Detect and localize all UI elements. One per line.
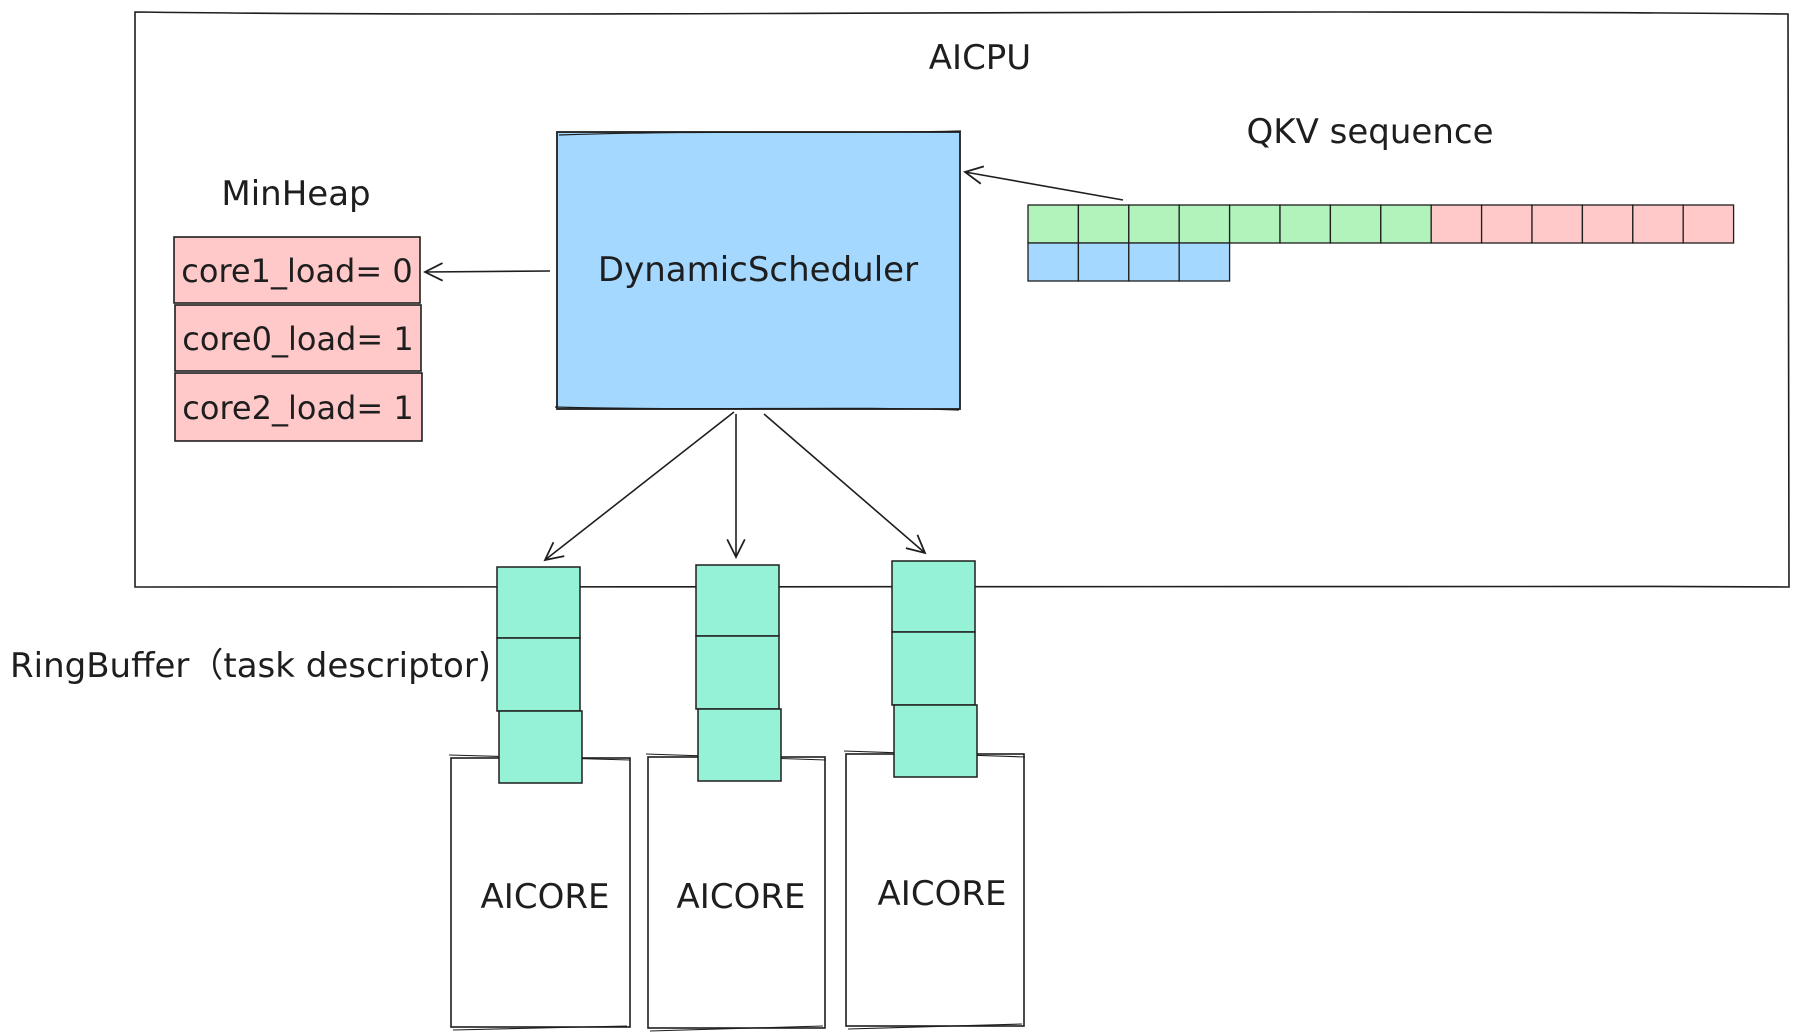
- qkv-cell-red: [1480, 204, 1533, 244]
- qkv-cell-green: [1329, 204, 1382, 244]
- qkv-cell-green: [1128, 204, 1180, 244]
- qkv-title: QKV sequence: [1247, 112, 1494, 152]
- qkv-row-primary: [1027, 204, 1735, 244]
- dynamic-scheduler-box: [556, 131, 961, 410]
- ringbuffer-slot: [496, 566, 581, 639]
- arrow-scheduler-to-ringbuffer-3: [763, 413, 927, 555]
- qkv-cell-red: [1682, 204, 1735, 244]
- aicpu-container: [134, 11, 1790, 589]
- aicore-label: AICORE: [677, 877, 806, 917]
- ringbuffer-slot: [496, 637, 581, 712]
- arrow-scheduler-to-minheap: [423, 262, 551, 282]
- minheap-entry-text: core2_load= 1: [182, 389, 413, 427]
- qkv-row-secondary: [1027, 242, 1231, 282]
- ringbuffer-stack: [891, 560, 978, 778]
- qkv-cell-red: [1581, 204, 1634, 244]
- minheap-entry-box: [173, 236, 421, 304]
- aicpu-label: AICPU: [929, 38, 1031, 78]
- qkv-cell-blue: [1178, 242, 1231, 282]
- qkv-cell-blue: [1027, 242, 1080, 282]
- aicore-unit: AICORE: [645, 753, 827, 1032]
- ringbuffer-slot: [697, 708, 782, 782]
- ringbuffer-slot: [695, 635, 780, 710]
- qkv-cell-green: [1178, 204, 1231, 244]
- minheap-stack: core1_load= 0 core0_load= 1 core2_load= …: [173, 236, 423, 442]
- dynamic-scheduler-label: DynamicScheduler: [598, 250, 918, 290]
- minheap-entry: core0_load= 1: [174, 304, 422, 372]
- ringbuffer-slot: [891, 560, 976, 633]
- ringbuffer-slot: [891, 631, 976, 706]
- qkv-cell-red: [1632, 204, 1684, 244]
- aicore-label: AICORE: [878, 874, 1007, 914]
- ringbuffer-stack: [496, 566, 583, 784]
- ringbuffer-label: RingBuffer（task descriptor): [10, 646, 491, 686]
- qkv-cell-blue: [1128, 242, 1180, 282]
- aicore-unit: AICORE: [843, 750, 1026, 1030]
- minheap-entry: core2_load= 1: [174, 372, 423, 442]
- minheap-entry-box: [174, 304, 422, 372]
- ringbuffer-stacks: [496, 560, 978, 784]
- dynamic-scheduler-sketch-edge: [554, 130, 962, 411]
- qkv-cell-red: [1531, 204, 1584, 244]
- qkv-cell-green: [1228, 204, 1281, 244]
- minheap-entry: core1_load= 0: [173, 236, 421, 304]
- ringbuffer-slot: [498, 710, 583, 784]
- aicore-label: AICORE: [481, 877, 610, 917]
- ringbuffer-stack: [695, 564, 782, 782]
- aicore-box: [450, 757, 631, 1028]
- ringbuffer-slot: [893, 704, 978, 778]
- minheap-title: MinHeap: [221, 174, 370, 214]
- qkv-cell-red: [1430, 204, 1483, 244]
- qkv-cell-green: [1380, 204, 1432, 244]
- ringbuffer-slot: [695, 564, 780, 637]
- minheap-entry-text: core0_load= 1: [182, 320, 413, 358]
- minheap-entry-text: core1_load= 0: [181, 252, 412, 290]
- arrow-qkv-to-scheduler: [963, 165, 1124, 201]
- arrow-scheduler-to-ringbuffer-1: [543, 411, 735, 562]
- qkv-cell-blue: [1077, 242, 1130, 282]
- minheap-entry-box: [174, 372, 423, 442]
- aicore-unit: AICORE: [448, 754, 631, 1031]
- qkv-cell-green: [1279, 204, 1332, 244]
- qkv-cell-green: [1027, 204, 1080, 244]
- qkv-cell-green: [1077, 204, 1130, 244]
- aicore-box: [647, 756, 826, 1029]
